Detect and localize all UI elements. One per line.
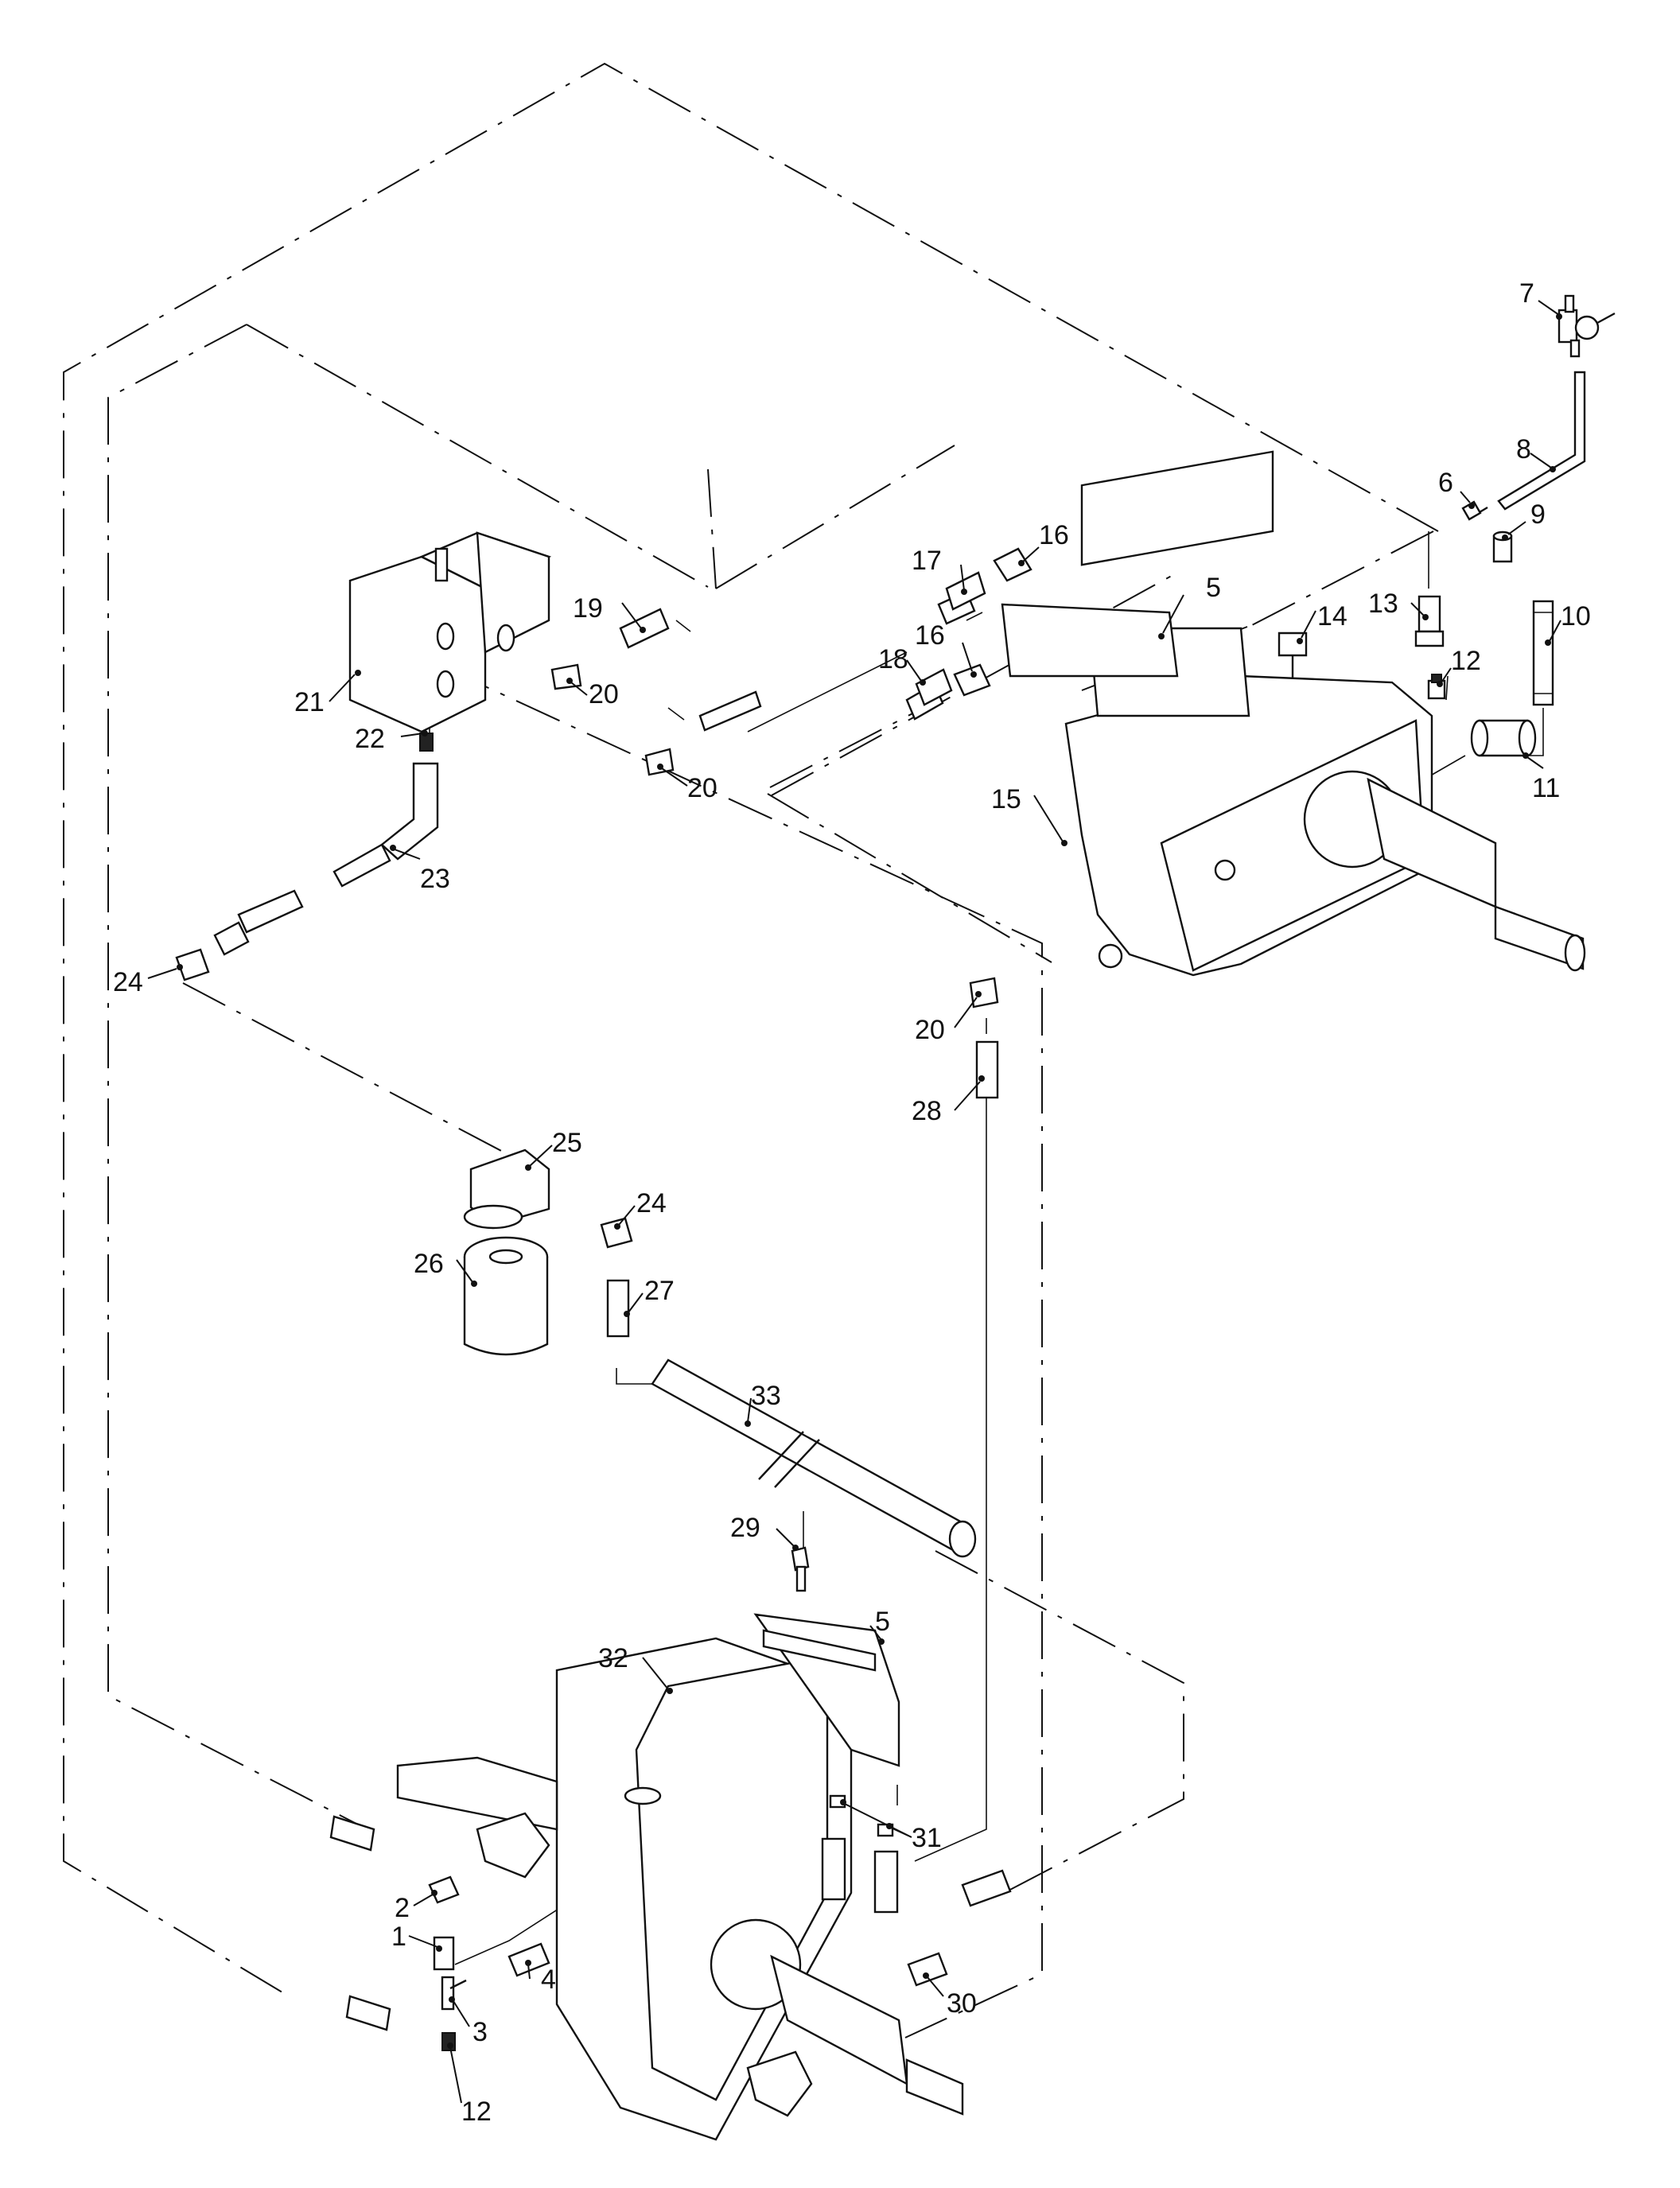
part-29-fitting <box>791 1546 810 1592</box>
callout-9: 9 <box>1530 499 1546 530</box>
part-12-fitting-upper <box>1427 674 1446 700</box>
callout-4: 4 <box>541 1965 556 1995</box>
part-4-nipple <box>508 1942 550 1977</box>
callout-27: 27 <box>644 1276 675 1306</box>
part-15-gearbox <box>1001 450 1586 977</box>
callout-28: 28 <box>912 1096 942 1126</box>
callout-31: 31 <box>912 1823 942 1853</box>
part-32-gearbox <box>396 1613 964 2141</box>
part-23-hose <box>213 762 439 956</box>
part-20-elbow-c <box>969 977 999 1009</box>
callout-26: 26 <box>414 1249 444 1279</box>
part-24-elbow-a <box>175 948 210 981</box>
callout-21: 21 <box>294 687 325 717</box>
part-3-tee <box>441 1976 467 2011</box>
part-6-fitting <box>1461 500 1488 521</box>
callout-33: 33 <box>751 1381 781 1411</box>
part-21-block <box>348 531 552 733</box>
part-20-elbow-a <box>550 663 582 690</box>
upper-hoses <box>698 590 976 732</box>
callout-18: 18 <box>878 644 908 674</box>
callout-20-a: 20 <box>589 679 619 709</box>
callout-11: 11 <box>1532 773 1560 803</box>
callout-24-a: 24 <box>113 967 143 997</box>
callout-labels: 7 8 6 9 10 11 12 13 14 5 15 16 16 17 18 … <box>113 278 1591 2127</box>
callout-16-a: 16 <box>1039 520 1069 550</box>
part-24-elbow-b <box>600 1217 633 1249</box>
callout-20-b: 20 <box>687 773 718 803</box>
callout-32: 32 <box>598 1643 628 1673</box>
part-10-pipe-nipple <box>1532 600 1554 706</box>
part-1-fitting <box>433 1936 455 1971</box>
part-20-elbow-b <box>644 748 675 776</box>
part-25-filter-head <box>463 1148 550 1230</box>
callout-23: 23 <box>420 864 450 894</box>
callout-17: 17 <box>912 546 942 576</box>
callout-3: 3 <box>472 2017 488 2047</box>
part-2-elbow <box>428 1875 460 1904</box>
part-13-adapter <box>1414 595 1445 647</box>
part-7-valve <box>1558 294 1616 358</box>
callout-5-upper: 5 <box>1206 573 1221 603</box>
callout-12-lower: 12 <box>461 2097 492 2127</box>
callout-29: 29 <box>730 1513 760 1543</box>
part-33-pipe <box>651 1358 977 1558</box>
part-18-fitting <box>915 668 953 706</box>
callout-25: 25 <box>552 1128 582 1158</box>
callout-12-upper: 12 <box>1451 646 1481 676</box>
callout-5-lower: 5 <box>875 1607 890 1637</box>
callout-6: 6 <box>1438 468 1453 498</box>
callout-2: 2 <box>395 1893 410 1923</box>
callout-19: 19 <box>573 593 603 624</box>
part-11-tee <box>1470 719 1537 757</box>
callout-22: 22 <box>355 724 385 754</box>
callout-10: 10 <box>1561 601 1591 632</box>
part-31-fittings <box>821 1794 899 1914</box>
leader-lines <box>147 300 1562 2104</box>
callout-7: 7 <box>1519 278 1534 309</box>
callout-16-b: 16 <box>915 620 945 651</box>
callout-8: 8 <box>1516 434 1531 464</box>
callout-20-c: 20 <box>915 1015 945 1045</box>
callout-13: 13 <box>1368 589 1398 619</box>
callout-24-b: 24 <box>636 1188 667 1218</box>
callout-14: 14 <box>1317 601 1348 632</box>
part-27-fitting <box>606 1279 630 1338</box>
callout-1: 1 <box>391 1922 406 1952</box>
part-16-elbow-a <box>993 547 1032 582</box>
lower-hose-ends <box>329 1815 1012 2031</box>
callout-30: 30 <box>947 1988 977 2019</box>
part-8-tube <box>1497 371 1586 511</box>
part-30-fitting <box>907 1952 948 1987</box>
part-26-filter <box>463 1236 549 1356</box>
routing-lines <box>63 62 1439 2038</box>
part-28-fitting <box>975 1040 999 1099</box>
callout-15: 15 <box>991 784 1021 814</box>
